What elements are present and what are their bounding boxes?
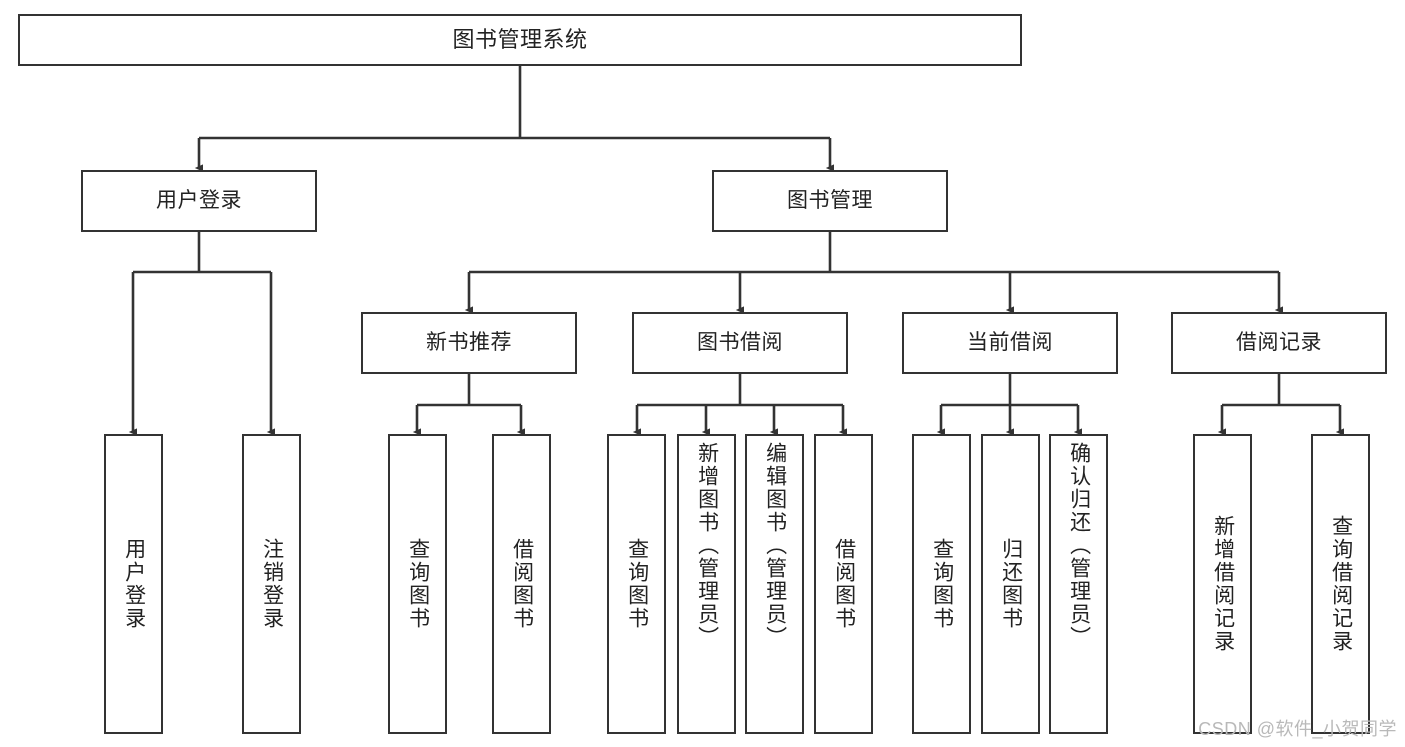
node-label-leaf-return-book: 归还图书 <box>999 538 1023 630</box>
node-leaf-user-login[interactable]: 用户登录 <box>104 434 163 734</box>
node-label-leaf-borrow-book-2: 借阅图书 <box>832 538 856 630</box>
node-leaf-confirm-return[interactable]: 确认归还（管理员） <box>1049 434 1108 734</box>
node-label-book-management: 图书管理 <box>787 189 873 213</box>
node-label-leaf-confirm-return: 确认归还（管理员） <box>1067 442 1091 649</box>
node-borrow-record[interactable]: 借阅记录 <box>1171 312 1387 374</box>
node-leaf-query-book-3[interactable]: 查询图书 <box>912 434 971 734</box>
node-leaf-return-book[interactable]: 归还图书 <box>981 434 1040 734</box>
node-user-login[interactable]: 用户登录 <box>81 170 317 232</box>
node-leaf-add-book[interactable]: 新增图书（管理员） <box>677 434 736 734</box>
node-label-current-borrow: 当前借阅 <box>967 331 1053 355</box>
node-root-system[interactable]: 图书管理系统 <box>18 14 1022 66</box>
node-book-borrow[interactable]: 图书借阅 <box>632 312 848 374</box>
node-leaf-logout-login[interactable]: 注销登录 <box>242 434 301 734</box>
node-book-management[interactable]: 图书管理 <box>712 170 948 232</box>
node-label-leaf-query-record: 查询借阅记录 <box>1329 515 1353 653</box>
node-leaf-borrow-book-1[interactable]: 借阅图书 <box>492 434 551 734</box>
node-label-leaf-query-book-1: 查询图书 <box>406 538 430 630</box>
node-label-book-borrow: 图书借阅 <box>697 331 783 355</box>
node-leaf-add-record[interactable]: 新增借阅记录 <box>1193 434 1252 734</box>
node-label-leaf-add-record: 新增借阅记录 <box>1211 515 1235 653</box>
node-leaf-borrow-book-2[interactable]: 借阅图书 <box>814 434 873 734</box>
node-label-leaf-borrow-book-1: 借阅图书 <box>510 538 534 630</box>
node-label-new-book-recommend: 新书推荐 <box>426 331 512 355</box>
node-leaf-query-book-1[interactable]: 查询图书 <box>388 434 447 734</box>
node-leaf-edit-book[interactable]: 编辑图书（管理员） <box>745 434 804 734</box>
node-new-book-recommend[interactable]: 新书推荐 <box>361 312 577 374</box>
node-leaf-query-record[interactable]: 查询借阅记录 <box>1311 434 1370 734</box>
node-label-leaf-edit-book: 编辑图书（管理员） <box>763 442 787 649</box>
node-label-borrow-record: 借阅记录 <box>1236 331 1322 355</box>
node-label-leaf-user-login: 用户登录 <box>122 538 146 630</box>
node-label-leaf-query-book-2: 查询图书 <box>625 538 649 630</box>
node-label-user-login: 用户登录 <box>156 189 242 213</box>
node-leaf-query-book-2[interactable]: 查询图书 <box>607 434 666 734</box>
node-label-root: 图书管理系统 <box>452 26 588 52</box>
node-label-leaf-logout-login: 注销登录 <box>260 538 284 630</box>
node-current-borrow[interactable]: 当前借阅 <box>902 312 1118 374</box>
node-label-leaf-add-book: 新增图书（管理员） <box>695 442 719 649</box>
node-label-leaf-query-book-3: 查询图书 <box>930 538 954 630</box>
